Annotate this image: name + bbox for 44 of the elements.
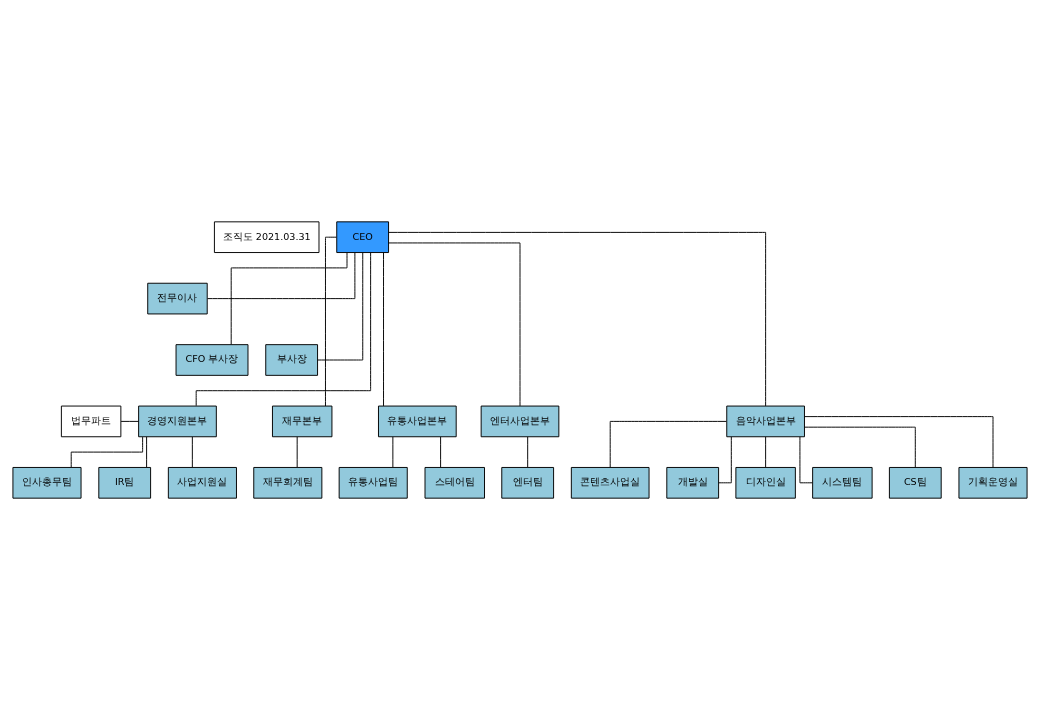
- node-box: 음악사업본부: [726, 405, 805, 438]
- connector: [765, 436, 767, 468]
- connector: [388, 242, 521, 407]
- connector: [296, 436, 298, 468]
- node-box: 디자인실: [735, 466, 796, 499]
- node-box: CEO: [336, 221, 390, 253]
- connector: [609, 420, 727, 468]
- node-box: 엔터사업본부: [480, 405, 560, 438]
- connector: [392, 436, 394, 468]
- connector: [230, 252, 348, 345]
- connector: [804, 426, 916, 468]
- node-box: 재무회계팀: [253, 466, 323, 499]
- node-box: 스테어팀: [424, 466, 485, 499]
- node-box: 법무파트: [60, 405, 122, 438]
- connector: [527, 436, 529, 468]
- connector: [383, 252, 384, 407]
- node-box: 인사총무팀: [12, 466, 82, 499]
- node-box: IR팀: [98, 466, 152, 499]
- connector: [317, 252, 364, 361]
- node-box: 엔터팀: [501, 466, 555, 499]
- connector: [804, 416, 994, 468]
- connector: [207, 252, 356, 300]
- node-box: 콘텐츠사업실: [570, 466, 650, 499]
- node-box: 경영지원본부: [138, 405, 217, 438]
- connector: [440, 436, 442, 468]
- node-box: 시스템팀: [812, 466, 873, 499]
- node-box: 재무본부: [271, 405, 333, 438]
- connector: [120, 420, 140, 422]
- node-box: 사업지원실: [167, 466, 237, 499]
- node-box: 전무이사: [147, 282, 208, 315]
- node-box: 부사장: [265, 344, 319, 376]
- connector: [195, 252, 372, 407]
- connector: [146, 436, 148, 468]
- node-box: 조직도 2021.03.31: [213, 221, 320, 253]
- connector: [70, 436, 144, 468]
- node-box: 기획운영실: [958, 466, 1028, 499]
- node-box: CFO 부사장: [175, 344, 249, 376]
- connector: [388, 231, 767, 407]
- node-box: 유통사업본부: [378, 405, 457, 438]
- node-box: 유통사업팀: [338, 466, 408, 499]
- node-box: 개발실: [666, 466, 720, 499]
- node-box: CS팀: [888, 466, 942, 499]
- connector: [325, 236, 337, 407]
- connector: [191, 436, 193, 468]
